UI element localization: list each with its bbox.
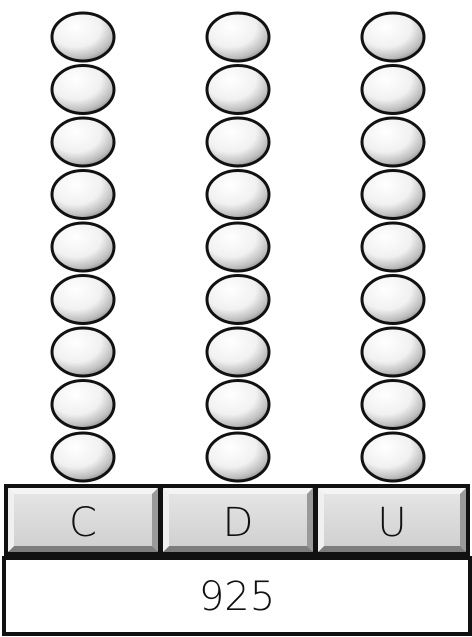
bead xyxy=(52,381,114,429)
bead xyxy=(207,276,269,324)
bead-column-units xyxy=(362,13,424,481)
bead xyxy=(52,276,114,324)
bead xyxy=(207,171,269,219)
bead xyxy=(207,66,269,114)
bead xyxy=(362,276,424,324)
total-box: 925 xyxy=(4,558,470,634)
total-number: 925 xyxy=(199,574,275,620)
column-label-box-hundreds: C xyxy=(8,488,158,552)
bead xyxy=(52,223,114,271)
column-label-units: U xyxy=(377,500,406,546)
bead xyxy=(52,171,114,219)
bead xyxy=(362,433,424,481)
bead xyxy=(207,13,269,61)
bead xyxy=(207,118,269,166)
bead xyxy=(52,66,114,114)
bead xyxy=(207,223,269,271)
bead xyxy=(52,13,114,61)
bead xyxy=(362,328,424,376)
place-value-row: C D U xyxy=(4,484,470,556)
bead xyxy=(362,223,424,271)
bead xyxy=(52,118,114,166)
bead-columns xyxy=(52,13,424,481)
bead-column-hundreds xyxy=(52,13,114,481)
bead xyxy=(362,66,424,114)
bead xyxy=(207,433,269,481)
bead xyxy=(362,118,424,166)
bead xyxy=(207,381,269,429)
bead xyxy=(52,433,114,481)
bead-column-tens xyxy=(207,13,269,481)
column-label-box-units: U xyxy=(318,488,466,552)
bead xyxy=(207,328,269,376)
column-label-box-tens: D xyxy=(163,488,313,552)
bead xyxy=(362,13,424,61)
bead xyxy=(52,328,114,376)
bead xyxy=(362,381,424,429)
column-label-tens: D xyxy=(223,500,254,546)
bead xyxy=(362,171,424,219)
column-label-hundreds: C xyxy=(69,500,97,546)
